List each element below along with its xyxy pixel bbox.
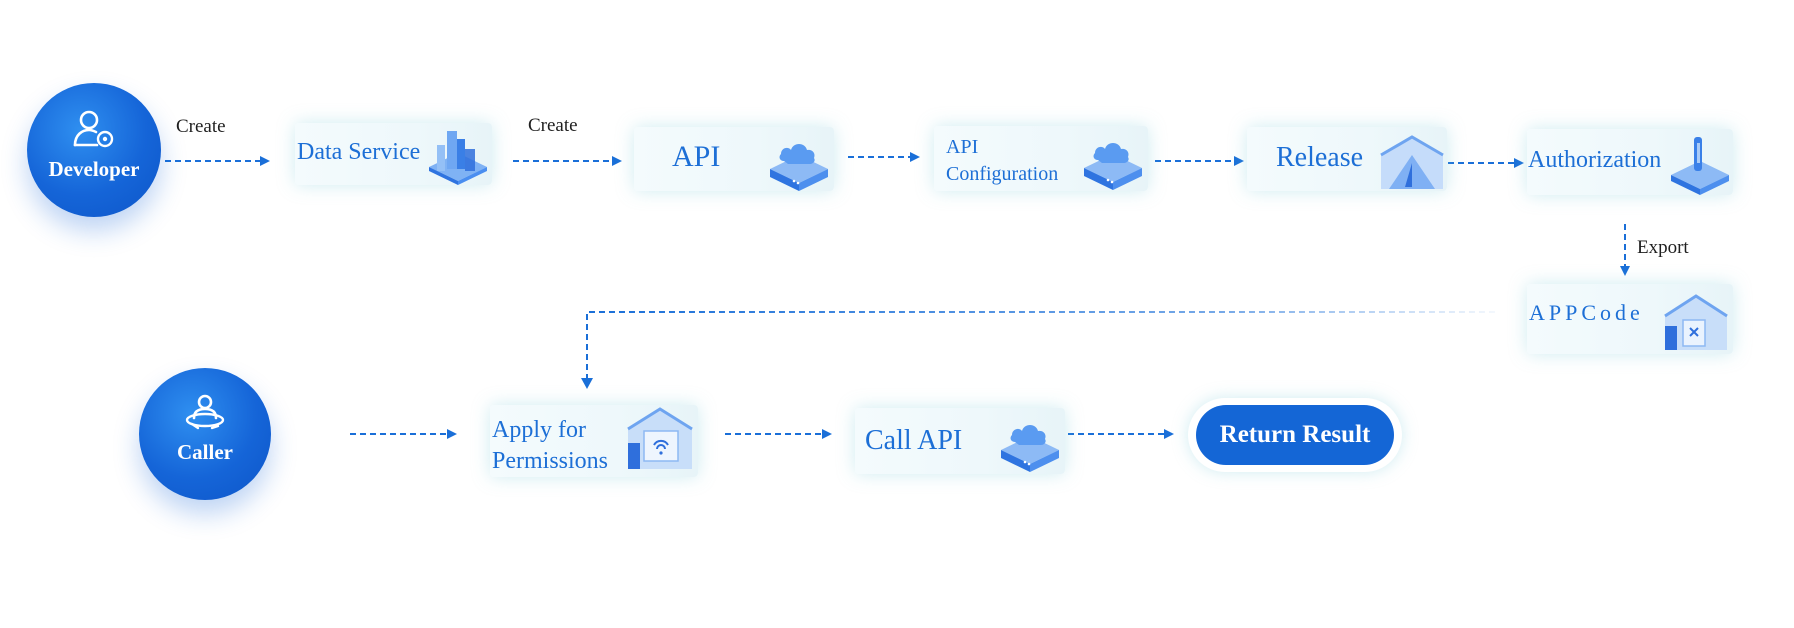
call-api-node[interactable]: Call API: [855, 408, 1065, 474]
return-result-node[interactable]: Return Result: [1188, 398, 1402, 472]
release-node[interactable]: Release: [1247, 127, 1447, 191]
api-configuration-label-line1: API: [946, 136, 979, 158]
apply-for-permissions-label-line1: Apply for: [492, 417, 586, 443]
authorization-label: Authorization: [1528, 147, 1662, 173]
key-box-icon: [1671, 137, 1729, 195]
developer-role-node[interactable]: Developer: [27, 83, 161, 217]
apply-for-permissions-node[interactable]: Apply for Permissions: [490, 405, 698, 477]
release-triangle-icon: [1380, 135, 1444, 189]
api-node[interactable]: API: [634, 127, 834, 191]
call-api-label: Call API: [865, 425, 963, 456]
database-cube-icon: [429, 131, 487, 185]
arrow-appcode-to-apply-permissions-head: [581, 378, 593, 389]
appcode-label: APPCode: [1529, 300, 1644, 325]
release-label: Release: [1276, 142, 1364, 173]
edge-label-export: Export: [1637, 237, 1689, 258]
api-label: API: [672, 140, 721, 173]
data-service-node[interactable]: Data Service: [295, 123, 492, 185]
edge-label-create-2: Create: [528, 115, 578, 136]
cloud-server-icon: [770, 144, 828, 191]
arrow-appcode-to-apply-permissions: [586, 311, 1495, 384]
api-configuration-node[interactable]: API Configuration: [934, 126, 1148, 191]
apply-for-permissions-label-line2: Permissions: [492, 448, 609, 474]
developer-role-label: Developer: [48, 157, 140, 181]
cloud-server-icon: [1084, 143, 1142, 190]
appcode-node[interactable]: APPCode: [1527, 284, 1733, 354]
caller-role-node[interactable]: Caller: [139, 368, 271, 500]
return-result-label: Return Result: [1196, 405, 1394, 465]
envelope-wifi-icon: [627, 407, 693, 469]
cloud-server-icon: [1001, 425, 1059, 472]
api-configuration-label-line2: Configuration: [946, 163, 1059, 185]
data-service-label: Data Service: [297, 139, 421, 165]
authorization-node[interactable]: Authorization: [1527, 129, 1733, 195]
user-settings-icon: [73, 110, 114, 148]
user-orbit-icon: [185, 394, 225, 430]
edge-label-create-1: Create: [176, 116, 226, 137]
caller-role-label: Caller: [177, 440, 233, 464]
envelope-code-icon: [1664, 294, 1728, 350]
